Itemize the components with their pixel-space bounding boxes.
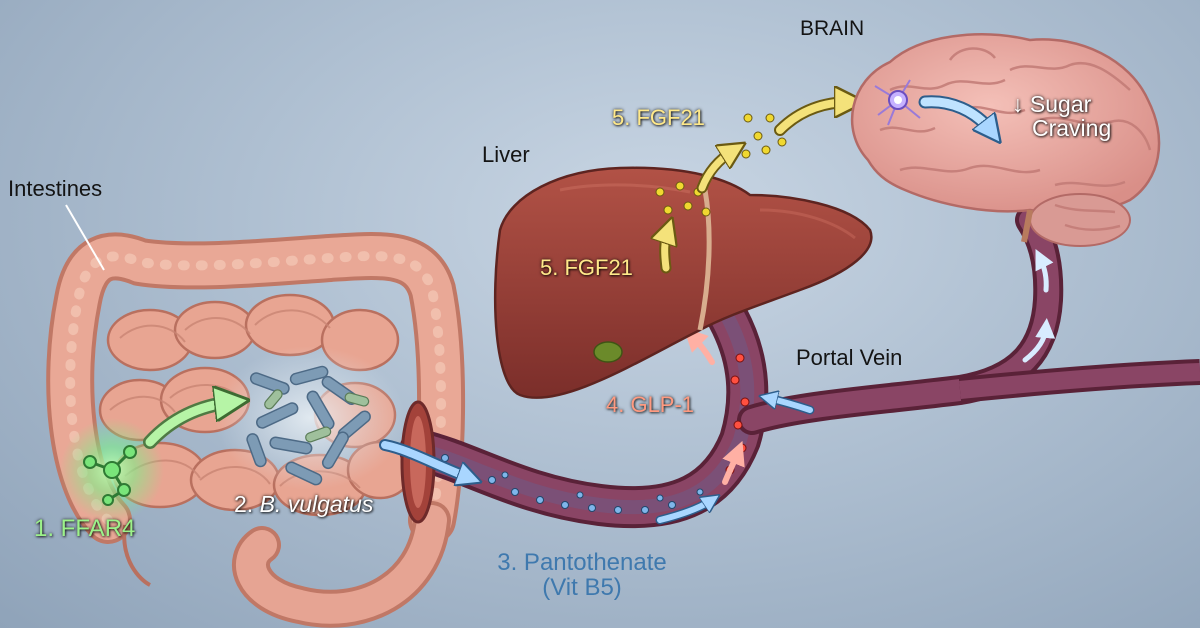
sugar-craving-label: ↓ Sugar Craving <box>1012 92 1111 140</box>
down-arrow-icon: ↓ <box>1012 91 1024 117</box>
pantothenate-line2: (Vit B5) <box>474 575 690 600</box>
glp1-label: 4. GLP-1 <box>606 393 694 416</box>
pantothenate-line1: 3. Pantothenate <box>474 550 690 575</box>
liver-label: Liver <box>482 143 530 166</box>
sugar-craving-line1: Sugar <box>1030 91 1091 117</box>
brain-illustration <box>852 34 1159 246</box>
intestines-label: Intestines <box>8 177 102 200</box>
ffar4-label: 1. FFAR4 <box>34 516 135 541</box>
brain-label: BRAIN <box>800 18 864 40</box>
fgf21-liver-label: 5. FGF21 <box>540 256 633 279</box>
fgf21-top-label: 5. FGF21 <box>612 106 705 129</box>
bvulgatus-name: B. vulgatus <box>260 491 374 517</box>
bvulgatus-label: 2. B. vulgatus <box>234 492 373 516</box>
bacteria-cluster <box>215 346 405 490</box>
bvulgatus-prefix: 2. <box>234 491 260 517</box>
sugar-craving-line2: Craving <box>1012 115 1111 141</box>
pantothenate-label: 3. Pantothenate (Vit B5) <box>474 550 690 600</box>
portal-vein-label: Portal Vein <box>796 346 902 369</box>
